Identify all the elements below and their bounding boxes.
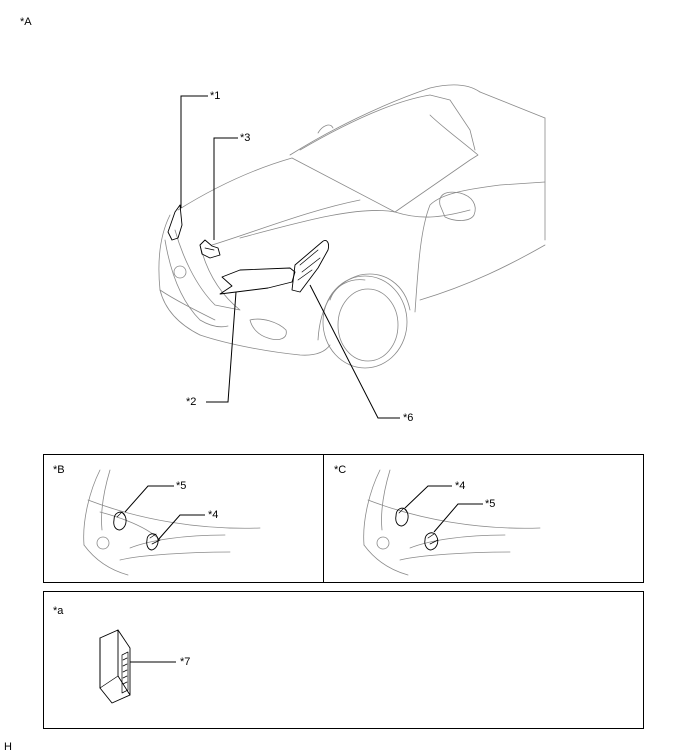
callout-4-view-c: *4 <box>455 480 466 492</box>
callout-6: *6 <box>403 412 414 424</box>
view-b-panel <box>43 454 324 583</box>
callout-4-view-b: *4 <box>208 509 219 521</box>
callout-7: *7 <box>180 656 191 668</box>
component-panel-label: *a <box>53 605 64 617</box>
main-view-label: *A <box>20 16 32 28</box>
callout-2: *2 <box>186 396 197 408</box>
callout-5-view-b: *5 <box>176 480 187 492</box>
callout-5-view-c: *5 <box>485 498 496 510</box>
view-b-label: *B <box>53 464 65 476</box>
component-panel <box>43 591 644 729</box>
callout-1: *1 <box>210 90 221 102</box>
callout-3: *3 <box>240 132 251 144</box>
view-c-panel <box>323 454 644 583</box>
corner-mark: H <box>4 741 12 753</box>
view-c-label: *C <box>334 464 347 476</box>
